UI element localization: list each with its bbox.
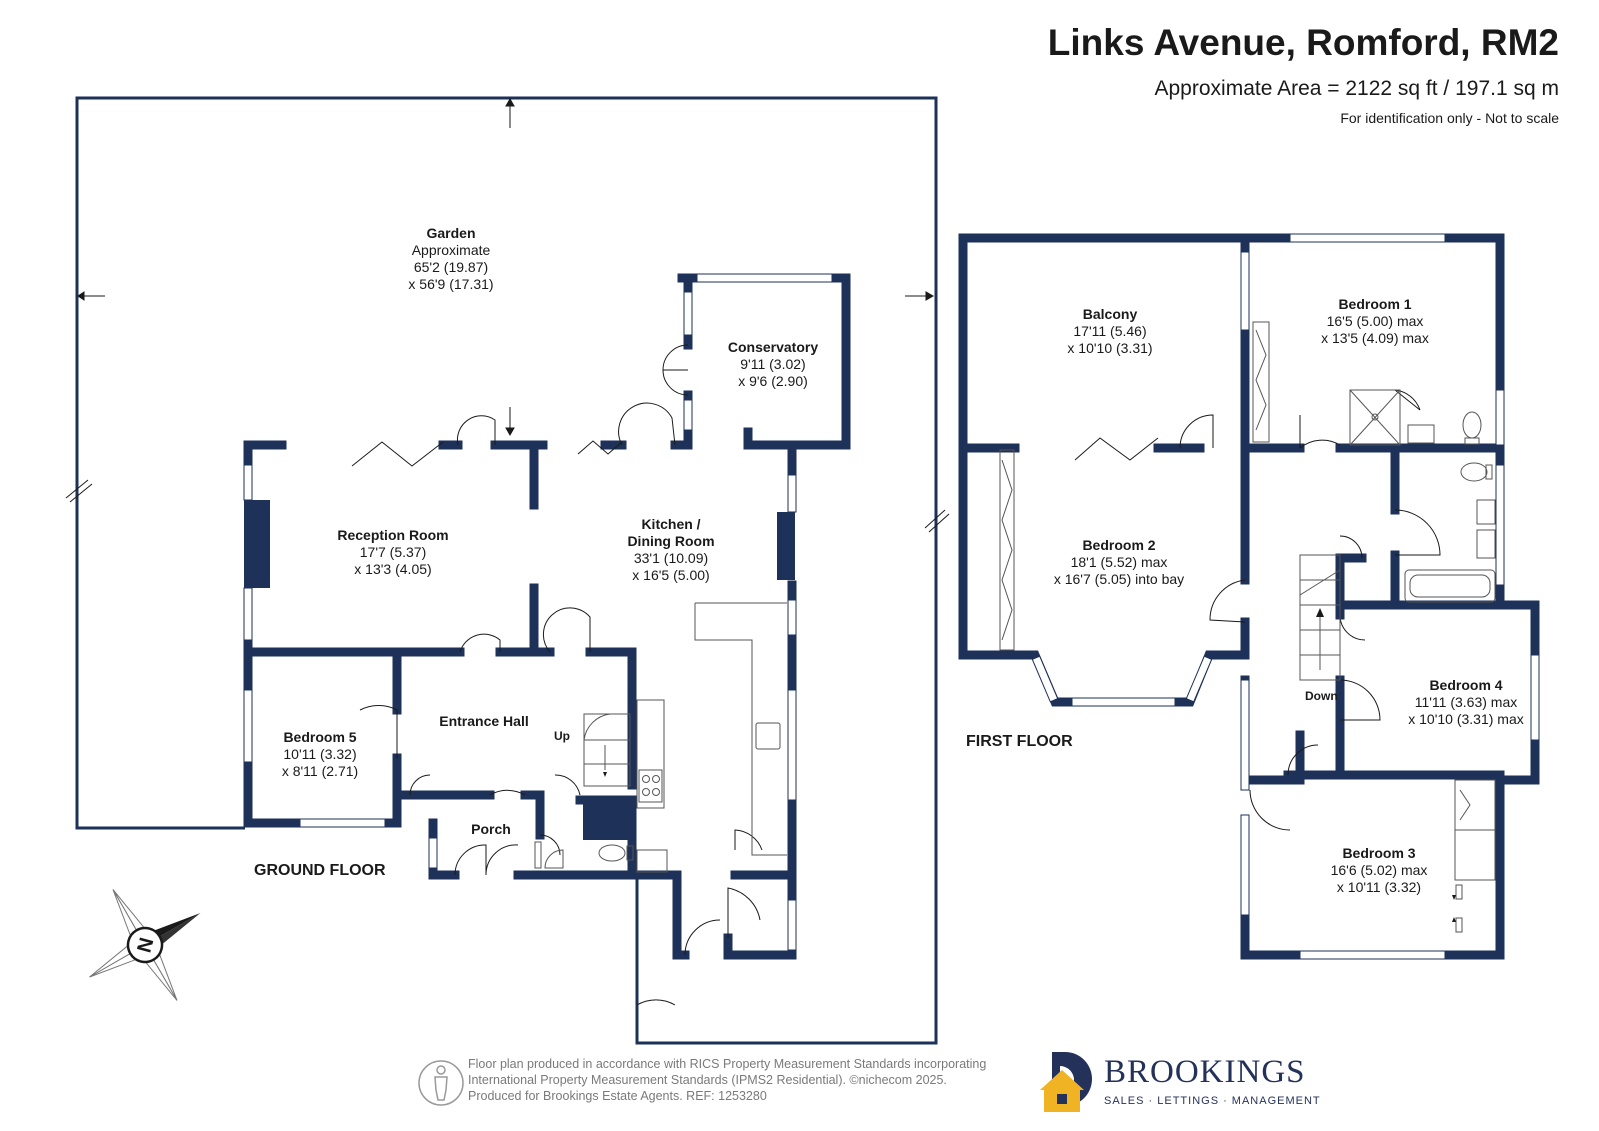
bedroom-4-width: x 10'10 (3.31) max [1408,711,1524,727]
footer-line-1: Floor plan produced in accordance with R… [468,1057,987,1071]
first-floor-windows [1031,233,1540,960]
garden-arrows [65,97,950,533]
first-floor-label: FIRST FLOOR [966,733,1073,750]
bedroom-2-width: x 16'7 (5.05) into bay [1054,571,1184,587]
bedroom-1-length: 16'5 (5.00) max [1327,313,1424,329]
footer-line-3: Produced for Brookings Estate Agents. RE… [468,1089,767,1103]
bedroom-3-width: x 10'11 (3.32) [1337,879,1421,895]
porch-label: Porch [471,821,511,837]
garden-boundary [75,96,938,1045]
reception-room-width: x 13'3 (4.05) [354,561,431,577]
ground-floor-solids [244,500,795,840]
dining-room-label: Dining Room [627,533,714,549]
bedroom-5-length: 10'11 (3.32) [283,746,356,762]
bedroom-3-length: 16'6 (5.02) max [1331,862,1428,878]
bedroom-4-label: Bedroom 4 [1429,677,1502,693]
ground-floor-doors [351,344,763,1006]
first-floor-fixtures [999,321,1496,933]
garden-label: Garden [426,225,475,241]
balcony-length: 17'11 (5.46) [1073,323,1146,339]
footer-disclaimer: Floor plan produced in accordance with R… [468,1056,986,1104]
bedroom-3-label: Bedroom 3 [1342,845,1415,861]
bedroom-2-length: 18'1 (5.52) max [1071,554,1168,570]
entrance-hall-label: Entrance Hall [439,713,528,729]
stair-arrows [603,608,1456,922]
brand-tagline: SALES · LETTINGS · MANAGEMENT [1104,1095,1321,1107]
bedroom-2-label: Bedroom 2 [1082,537,1155,553]
ground-floor-fixtures [534,602,787,873]
balcony-label: Balcony [1083,306,1138,322]
conservatory-label: Conservatory [728,339,818,355]
first-floor-doors [1074,389,1441,831]
bedroom-1-label: Bedroom 1 [1338,296,1411,312]
ground-floor-walls [243,273,851,960]
rics-logo-icon [418,1060,464,1106]
brand-name: BROOKINGS [1104,1054,1306,1090]
plan-title: Links Avenue, Romford, RM2 [1047,22,1559,63]
garden-length: 65'2 (19.87) [414,259,488,275]
bedroom-5-label: Bedroom 5 [283,729,356,745]
kitchen-label: Kitchen / [641,516,700,532]
reception-room-label: Reception Room [337,527,448,543]
bedroom-1-width: x 13'5 (4.09) max [1321,330,1429,346]
balcony-width: x 10'10 (3.31) [1067,340,1152,356]
approximate-area: Approximate Area = 2122 sq ft / 197.1 sq… [1154,77,1560,100]
reception-room-length: 17'7 (5.37) [360,544,427,560]
conservatory-length: 9'11 (3.02) [740,356,805,372]
bedroom-5-width: x 8'11 (2.71) [282,763,358,779]
compass-north-letter: N [133,935,158,955]
garden-width: x 56'9 (17.31) [408,276,493,292]
kitchen-width: x 16'5 (5.00) [632,567,709,583]
bedroom-4-length: 11'11 (3.63) max [1415,694,1518,710]
stairs-down-label: Down [1305,689,1338,703]
conservatory-width: x 9'6 (2.90) [738,373,808,389]
scale-disclaimer: For identification only - Not to scale [1340,110,1559,126]
brookings-logo-icon [1040,1052,1092,1112]
garden-approx: Approximate [412,242,491,258]
footer-line-2: International Property Measurement Stand… [468,1073,947,1087]
brand-block: BROOKINGS SALES · LETTINGS · MANAGEMENT [1104,1054,1321,1107]
ground-floor-windows [243,273,833,951]
stairs-up-label: Up [554,729,570,743]
kitchen-length: 33'1 (10.09) [634,550,708,566]
compass-icon: N [89,889,201,1001]
ground-floor-label: GROUND FLOOR [254,862,386,879]
